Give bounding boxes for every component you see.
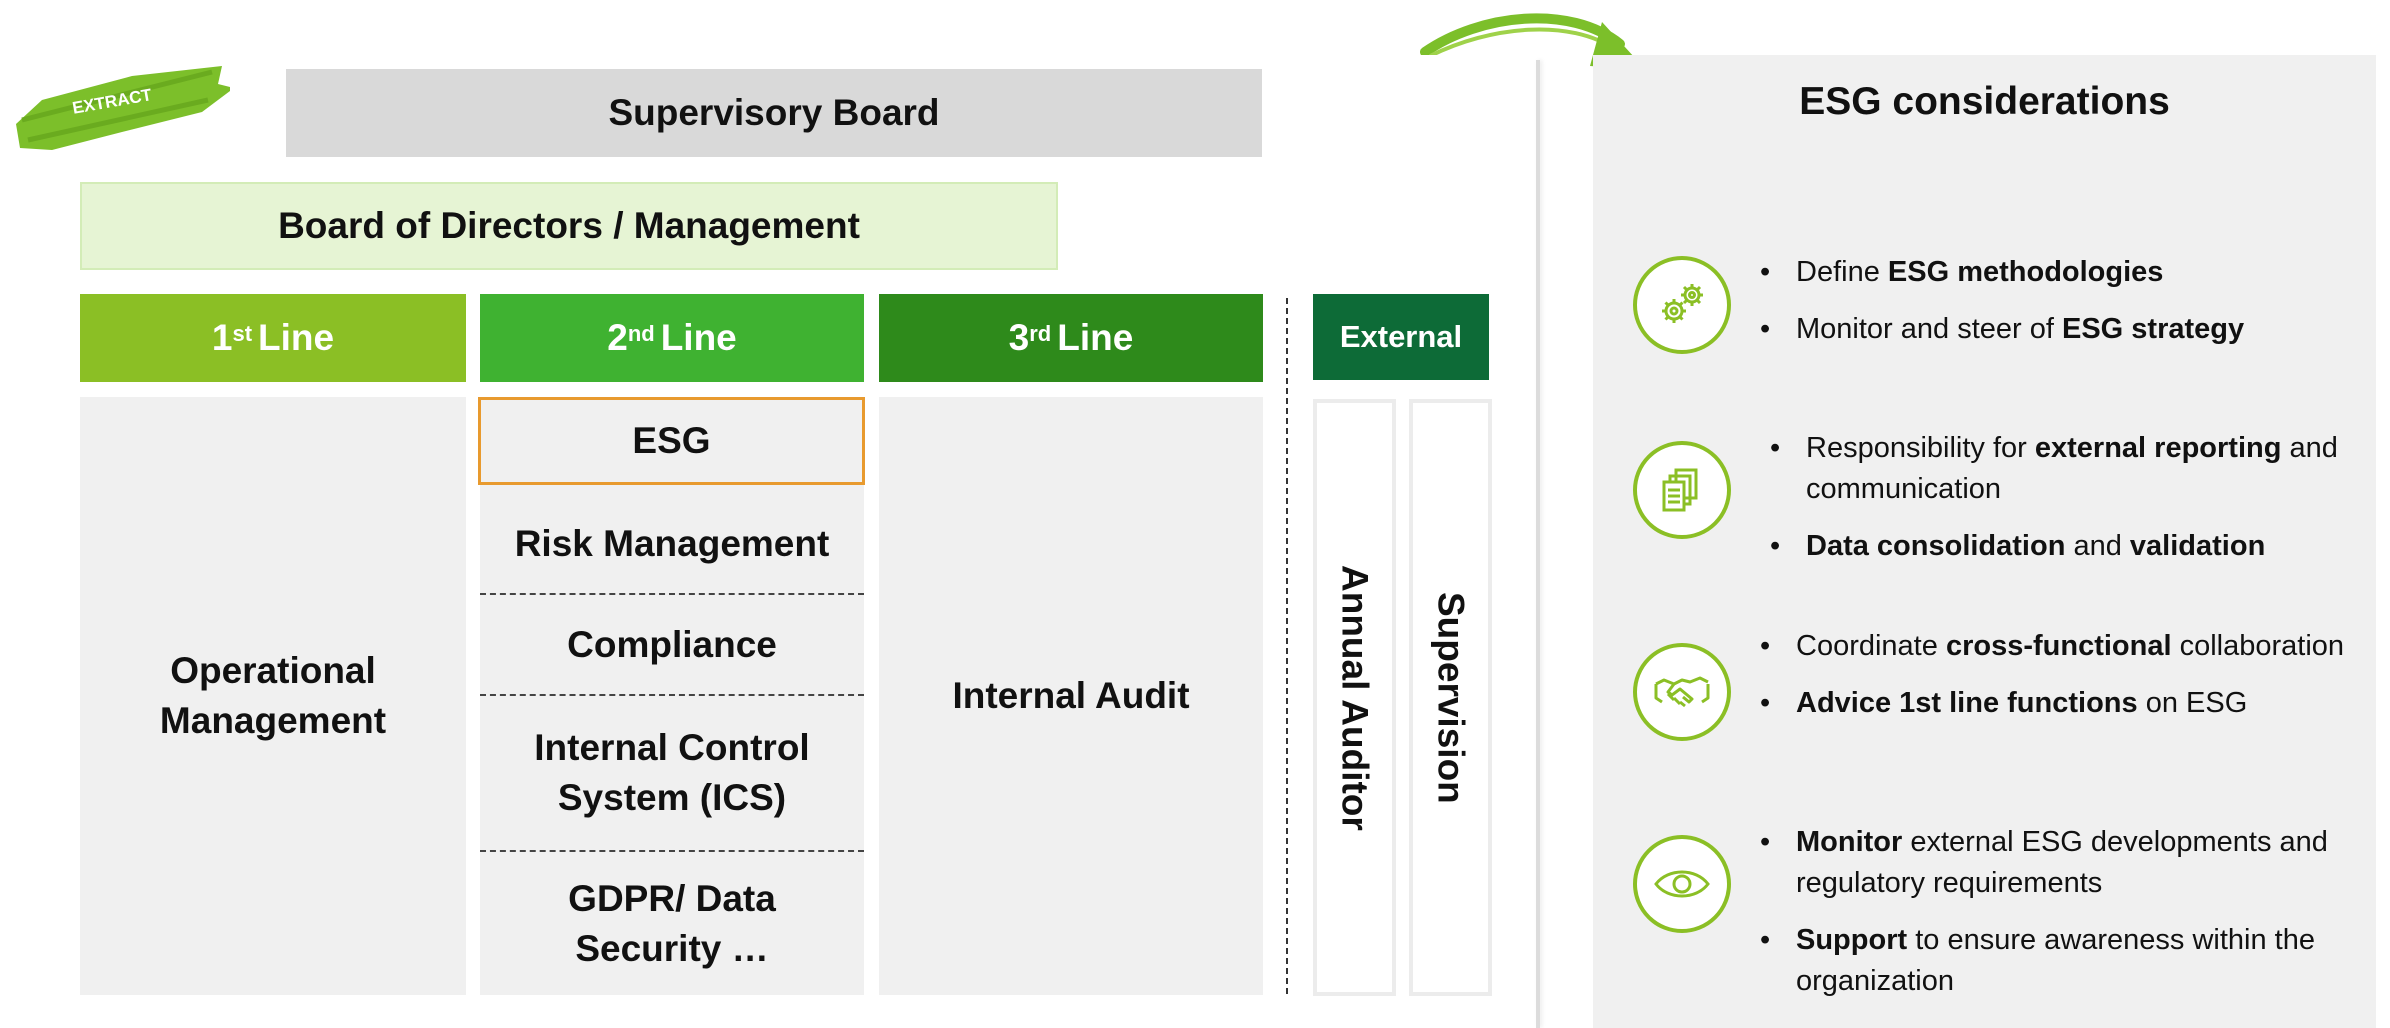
first-line-body: Operational Management — [80, 397, 466, 995]
annual-auditor-label: Annual Auditor — [1334, 564, 1376, 831]
gdpr-text: Security … — [575, 927, 769, 969]
esg-group-methodology: Define ESG methodologies Monitor and ste… — [1760, 252, 2360, 366]
bullet-item: Responsibility for external reporting an… — [1770, 428, 2360, 510]
esg-panel-title: ESG considerations — [1799, 80, 2170, 123]
line-word: Line — [660, 317, 737, 358]
brush-stroke-icon — [16, 66, 234, 150]
esg-box: ESG — [478, 397, 865, 485]
line-number: 1 — [211, 317, 233, 358]
first-line-text: Operational — [170, 650, 376, 691]
line-ordinal: nd — [627, 321, 655, 346]
board-management-box: Board of Directors / Management — [80, 182, 1058, 270]
annual-auditor-box: Annual Auditor — [1313, 399, 1396, 996]
compliance-box: Compliance — [480, 595, 864, 696]
bullet-item: Monitor external ESG developments and re… — [1760, 822, 2360, 904]
external-header: External — [1313, 294, 1489, 380]
bullet-item: Coordinate cross-functional collaboratio… — [1760, 626, 2380, 667]
risk-management-box: Risk Management — [480, 495, 864, 595]
eye-icon — [1633, 835, 1731, 933]
bullet-item: Advice 1st line functions on ESG — [1760, 683, 2380, 724]
bullet-item: Define ESG methodologies — [1760, 252, 2360, 293]
supervision-box: Supervision — [1409, 399, 1492, 996]
first-line-text: Management — [159, 700, 387, 741]
gdpr-text: GDPR/ Data — [568, 877, 776, 919]
bullet-item: Support to ensure awareness within the o… — [1760, 920, 2360, 1002]
line-number: 2 — [607, 317, 628, 358]
extract-badge: EXTRACT — [12, 62, 234, 154]
esg-group-reporting: Responsibility for external reporting an… — [1770, 428, 2360, 583]
ics-box: Internal Control System (ICS) — [480, 696, 864, 852]
panel-divider — [1536, 60, 1540, 1028]
handshake-icon — [1633, 643, 1731, 741]
line-ordinal: rd — [1029, 321, 1052, 346]
line-word: Line — [1057, 317, 1134, 358]
bullet-item: Data consolidation and validation — [1770, 526, 2360, 567]
line-number: 3 — [1008, 317, 1030, 358]
line-word: Line — [258, 317, 335, 358]
gdpr-box: GDPR/ Data Security … — [480, 852, 864, 995]
documents-icon — [1633, 441, 1731, 539]
internal-audit-box: Internal Audit — [879, 397, 1263, 995]
ics-text: System (ICS) — [557, 777, 787, 818]
supervisory-board-box: Supervisory Board — [286, 69, 1262, 157]
dashed-separator — [1286, 298, 1288, 994]
supervision-label: Supervision — [1430, 591, 1472, 804]
gears-icon — [1633, 256, 1731, 354]
ics-text: Internal Control — [534, 727, 810, 768]
line-ordinal: st — [232, 321, 253, 346]
bullet-item: Monitor and steer of ESG strategy — [1760, 309, 2360, 350]
esg-group-collaboration: Coordinate cross-functional collaboratio… — [1760, 626, 2380, 740]
esg-group-monitoring: Monitor external ESG developments and re… — [1760, 822, 2360, 1018]
second-line-body — [480, 397, 864, 995]
